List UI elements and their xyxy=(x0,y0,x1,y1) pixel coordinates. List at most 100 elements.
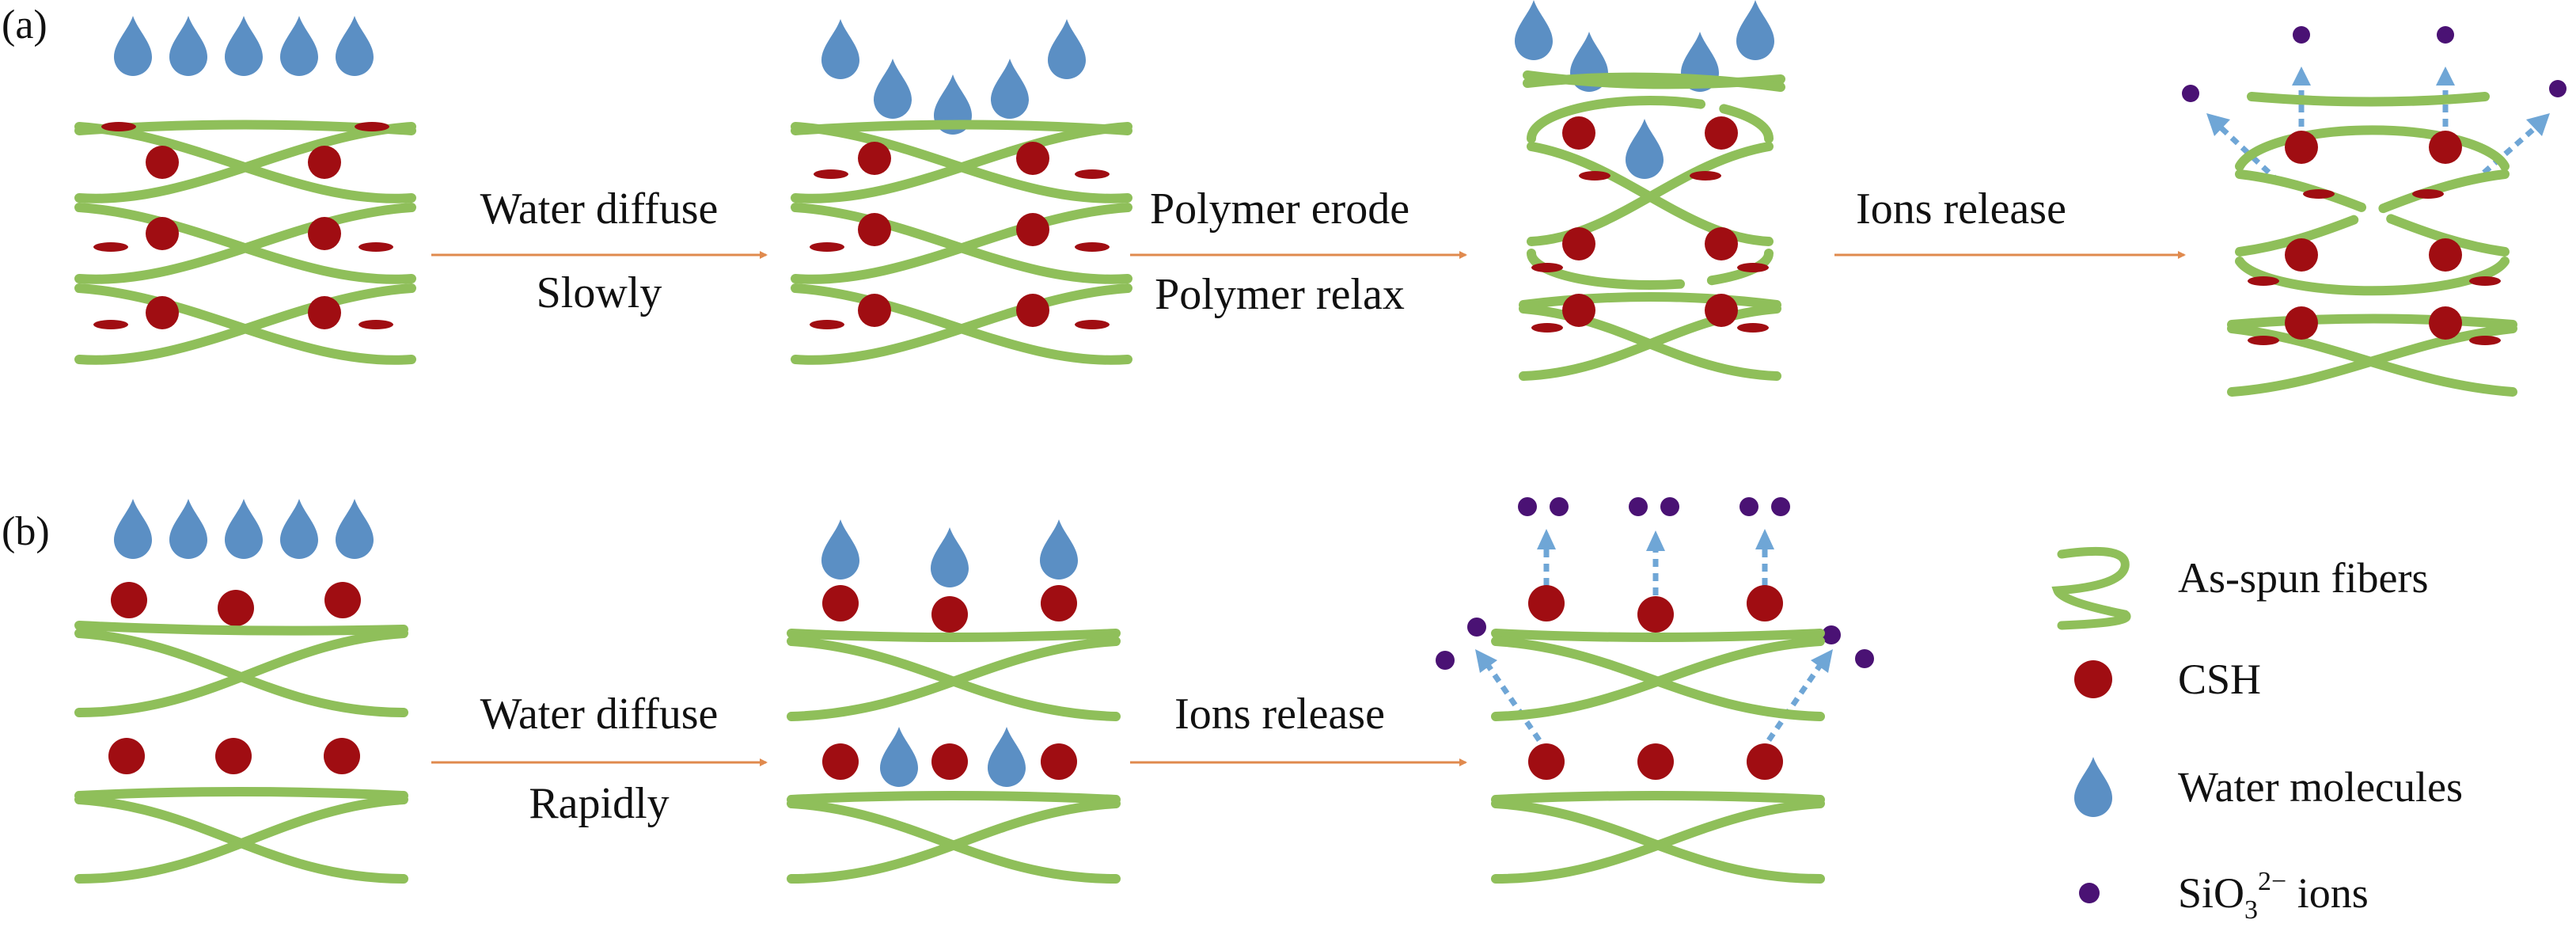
water-drop-icon xyxy=(821,19,859,79)
fiber-coil xyxy=(1491,629,1825,884)
csh-particle xyxy=(1016,213,1049,246)
step-a2-line2: Polymer relax xyxy=(1155,270,1405,319)
csh-particle xyxy=(858,294,891,327)
ion-dot xyxy=(1550,497,1569,516)
csh-particle xyxy=(1705,116,1738,150)
csh-particle xyxy=(111,582,147,618)
csh-particle xyxy=(931,596,968,633)
csh-particle xyxy=(146,296,179,329)
csh-embedded xyxy=(1075,242,1110,252)
ion-dot xyxy=(2437,26,2454,44)
stage-a2 xyxy=(791,19,1132,365)
csh-particle xyxy=(308,146,341,179)
fiber-icon xyxy=(2051,546,2131,630)
ion-dot xyxy=(1822,625,1841,644)
water-drop-icon xyxy=(169,499,207,559)
csh-embedded xyxy=(1531,263,1563,272)
water-drop-icon xyxy=(169,16,207,76)
csh-particle xyxy=(324,582,361,618)
water-drops xyxy=(821,19,1086,135)
csh-particle xyxy=(1016,294,1049,327)
csh-particle xyxy=(2429,131,2462,164)
legend-label-csh: CSH xyxy=(2178,656,2261,703)
ion-dot xyxy=(1660,497,1679,516)
water-drop-icon xyxy=(114,16,152,76)
water-drops xyxy=(114,499,374,559)
water-drop-icon xyxy=(280,499,318,559)
ion-dot xyxy=(2182,85,2199,102)
water-drop-icon xyxy=(114,499,152,559)
csh-embedded xyxy=(2303,189,2335,199)
csh-embedded xyxy=(93,320,128,329)
water-drop-icon xyxy=(336,499,374,559)
csh-particles xyxy=(93,122,393,329)
csh-particle xyxy=(1562,294,1595,327)
stage-b2 xyxy=(787,519,1121,884)
panel-b: (b) xyxy=(2,497,1874,884)
water-drop-icon xyxy=(874,59,912,119)
csh-particle xyxy=(1016,142,1049,175)
step-a1-line1: Water diffuse xyxy=(480,184,719,234)
water-drop-icon xyxy=(1040,519,1078,580)
csh-particle xyxy=(2285,306,2318,340)
csh-particle-icon xyxy=(2074,660,2112,698)
stage-a4 xyxy=(2182,26,2567,397)
ion-dot xyxy=(1739,497,1758,516)
csh-embedded xyxy=(2469,276,2501,286)
stage-a1 xyxy=(74,16,416,365)
csh-embedded xyxy=(2248,276,2279,286)
water-drop-icon xyxy=(991,59,1029,119)
csh-embedded xyxy=(2412,189,2444,199)
csh-particles xyxy=(822,585,1077,780)
step-arrow-a2: Polymer erode Polymer relax xyxy=(1130,184,1467,319)
ion-dot xyxy=(1855,649,1874,668)
legend-label-water: Water molecules xyxy=(2178,763,2463,811)
csh-embedded xyxy=(1737,323,1769,333)
csh-embedded xyxy=(355,122,389,131)
step-b1-line1: Water diffuse xyxy=(480,690,719,739)
csh-embedded xyxy=(359,242,393,252)
csh-embedded xyxy=(2248,336,2279,345)
ion-dot xyxy=(2293,26,2310,44)
csh-particle xyxy=(2429,306,2462,340)
release-arrows xyxy=(2206,67,2550,184)
csh-embedded xyxy=(101,122,136,131)
legend-item-fiber: As-spun fibers xyxy=(2051,546,2428,630)
csh-particles xyxy=(2248,131,2501,345)
release-arrows xyxy=(1475,529,1833,742)
fiber-coil xyxy=(74,621,408,884)
csh-particle xyxy=(146,146,179,179)
release-arrow xyxy=(1485,663,1542,742)
stage-b3 xyxy=(1436,497,1874,884)
ion-dot xyxy=(1771,497,1790,516)
csh-embedded xyxy=(1737,263,1769,272)
csh-embedded xyxy=(93,242,128,252)
ion-dot xyxy=(1467,618,1486,637)
ion-dot xyxy=(1436,651,1455,670)
csh-particles xyxy=(810,142,1110,329)
step-arrow-a1: Water diffuse Slowly xyxy=(431,184,768,317)
csh-particle xyxy=(2285,238,2318,272)
csh-particle xyxy=(1041,585,1077,621)
water-drop-icon xyxy=(1626,119,1664,179)
sio3-ions xyxy=(2182,26,2567,102)
stage-b1 xyxy=(74,499,408,884)
csh-particle xyxy=(1637,743,1674,780)
legend-label-ion: SiO32− ions xyxy=(2178,867,2369,925)
csh-particle xyxy=(108,738,145,774)
ion-dot xyxy=(1518,497,1537,516)
water-drop-icon xyxy=(1515,0,1553,60)
ion-label-main: SiO xyxy=(2178,869,2244,917)
csh-embedded xyxy=(810,242,844,252)
csh-particle xyxy=(931,743,968,780)
csh-embedded xyxy=(359,320,393,329)
csh-particle xyxy=(1705,227,1738,260)
csh-particle xyxy=(1747,743,1783,780)
csh-embedded xyxy=(810,320,844,329)
csh-particle xyxy=(822,743,859,780)
csh-embedded xyxy=(1075,320,1110,329)
csh-particle xyxy=(1528,743,1565,780)
water-drop-icon xyxy=(280,16,318,76)
ion-label-subscript: 3 xyxy=(2244,895,2258,925)
